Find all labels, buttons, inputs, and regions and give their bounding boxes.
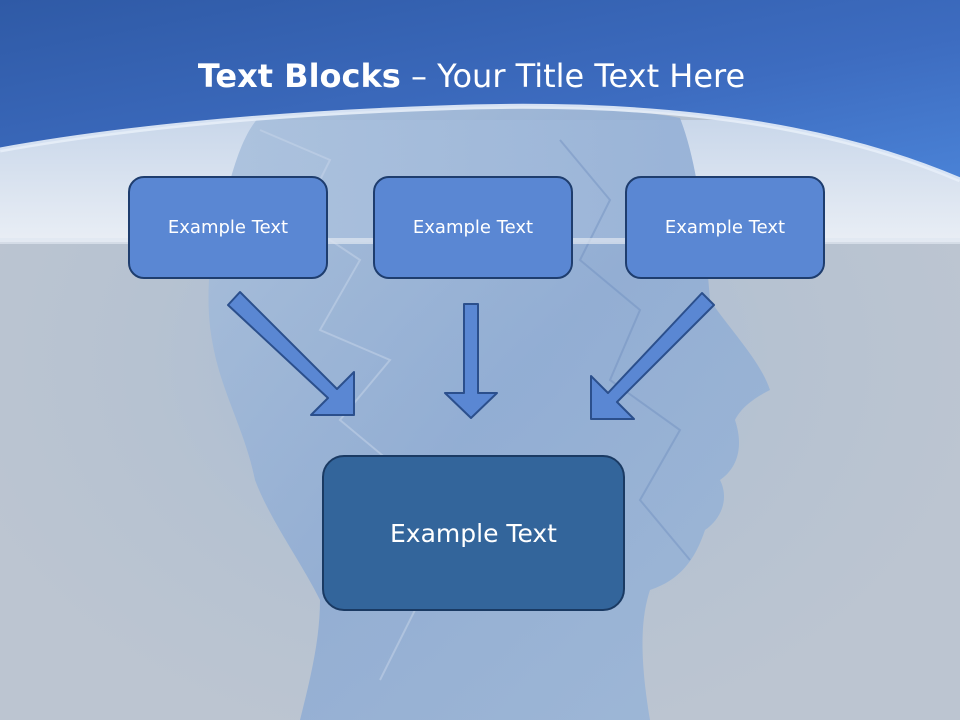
text-block-1[interactable]: Example Text [128,176,328,279]
arrow-right [590,292,715,420]
text-block-2[interactable]: Example Text [373,176,573,279]
text-block-main[interactable]: Example Text [322,455,625,611]
arrow-middle [444,303,498,419]
page-title: Text Blocks – Your Title Text Here [0,54,943,98]
title-rest: – Your Title Text Here [400,57,746,95]
text-block-3[interactable]: Example Text [625,176,825,279]
arrow-left [227,291,355,416]
title-bold: Text Blocks [197,57,401,95]
